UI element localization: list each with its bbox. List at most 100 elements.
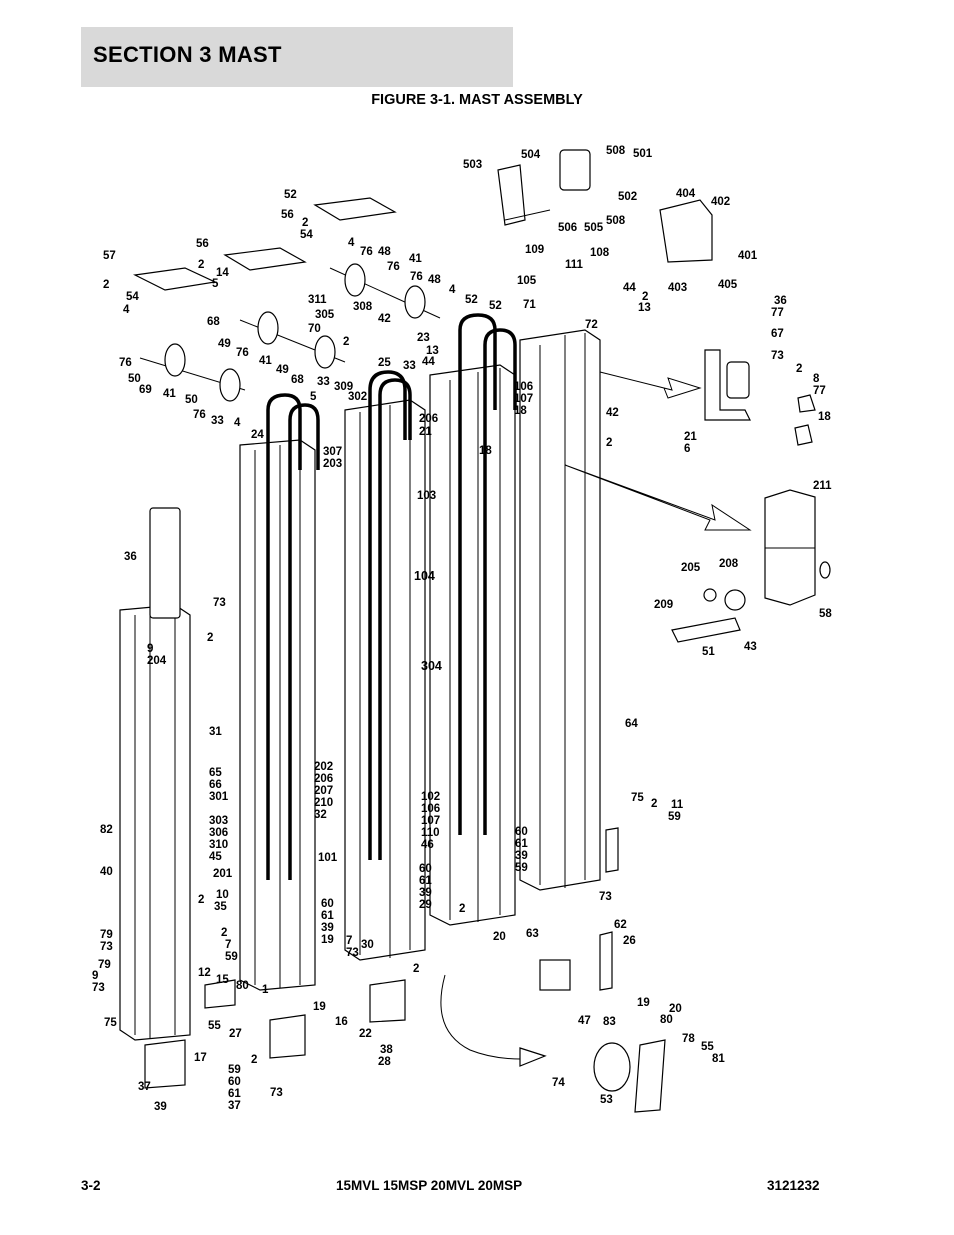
callout-label: 61: [515, 838, 528, 850]
callout-label: 39: [419, 887, 432, 899]
callout-label: 41: [259, 355, 272, 367]
callout-label: 21: [684, 431, 697, 443]
page-number: 3-2: [81, 1178, 101, 1193]
callout-label: 303: [209, 815, 228, 827]
callout-label: 1: [262, 984, 269, 996]
callout-label: 39: [515, 850, 528, 862]
callout-label: 83: [603, 1016, 616, 1028]
callout-label: 59: [668, 811, 681, 823]
callout-label: 75: [104, 1017, 117, 1029]
callout-label: 107: [421, 815, 440, 827]
callout-label: 79: [98, 959, 111, 971]
callout-label: 12: [198, 967, 211, 979]
callout-label: 2: [103, 279, 109, 291]
callout-label: 35: [214, 901, 227, 913]
callout-label: 63: [526, 928, 539, 940]
callout-label: 2: [302, 217, 308, 229]
callout-label: 7: [225, 939, 231, 951]
callout-label: 61: [321, 910, 334, 922]
callout-label: 59: [515, 862, 528, 874]
callout-label: 2: [413, 963, 419, 975]
callout-label: 10: [216, 889, 229, 901]
callout-label: 30: [361, 939, 374, 951]
callout-label: 106: [421, 803, 440, 815]
callout-label: 207: [314, 785, 333, 797]
callout-label: 46: [421, 839, 434, 851]
callout-label: 74: [552, 1077, 565, 1089]
callout-label: 43: [744, 641, 757, 653]
callout-label: 42: [378, 313, 391, 325]
callout-label: 73: [270, 1087, 283, 1099]
callout-label: 2: [221, 927, 227, 939]
callout-label: 73: [599, 891, 612, 903]
callout-label: 15: [216, 974, 229, 986]
model-list: 15MVL 15MSP 20MVL 20MSP: [336, 1178, 523, 1193]
callout-label: 211: [813, 480, 832, 492]
callout-label: 504: [521, 149, 541, 161]
callout-label: 40: [100, 866, 113, 878]
callout-label: 54: [126, 291, 139, 303]
callout-label: 48: [428, 274, 441, 286]
callout-label: 72: [585, 319, 598, 331]
callout-label: 7: [346, 935, 352, 947]
callout-label: 20: [669, 1003, 682, 1015]
callout-label: 25: [378, 357, 391, 369]
section-header-bar: SECTION 3 MAST: [81, 27, 513, 87]
callout-label: 39: [321, 922, 334, 934]
callout-label: 73: [771, 350, 784, 362]
callout-label: 501: [633, 148, 653, 160]
callout-label: 76: [360, 246, 373, 258]
callout-label: 73: [213, 597, 226, 609]
callout-label: 9: [92, 970, 98, 982]
callout-label: 76: [193, 409, 206, 421]
callout-label: 13: [426, 345, 439, 357]
callout-label: 201: [213, 868, 233, 880]
callout-label: 508: [606, 145, 626, 157]
callout-label: 5: [310, 391, 317, 403]
section-title: SECTION 3 MAST: [93, 42, 282, 67]
callout-label: 60: [419, 863, 432, 875]
callout-label: 18: [818, 411, 831, 423]
callout-label: 106: [514, 381, 533, 393]
callout-label: 4: [449, 284, 456, 296]
callout-label: 55: [208, 1020, 221, 1032]
callout-label: 79: [100, 929, 113, 941]
callout-label: 41: [163, 388, 176, 400]
callout-label: 208: [719, 558, 739, 570]
callout-label: 73: [346, 947, 359, 959]
callout-label: 301: [209, 791, 229, 803]
callout-label: 108: [590, 247, 610, 259]
callout-label: 405: [718, 279, 738, 291]
callout-label: 41: [409, 253, 422, 265]
callout-label: 402: [711, 196, 730, 208]
callout-label: 4: [234, 417, 241, 429]
callout-label: 39: [154, 1101, 167, 1113]
callout-label: 80: [660, 1014, 673, 1026]
callout-label: 71: [523, 299, 536, 311]
callout-label: 2: [198, 259, 204, 271]
callout-label: 305: [315, 309, 335, 321]
callout-label: 77: [771, 307, 784, 319]
callout-label: 37: [228, 1100, 241, 1112]
callout-label: 16: [335, 1016, 348, 1028]
callout-label: 76: [410, 271, 423, 283]
callout-label: 81: [712, 1053, 725, 1065]
callout-label: 50: [185, 394, 198, 406]
callout-label: 61: [228, 1088, 241, 1100]
callout-label: 67: [771, 328, 784, 340]
callout-label: 53: [600, 1094, 613, 1106]
callout-label: 404: [676, 188, 696, 200]
callout-label: 49: [218, 338, 231, 350]
callout-label: 101: [318, 852, 338, 864]
callout-label: 36: [774, 295, 787, 307]
callout-label: 59: [225, 951, 238, 963]
callout-label: 19: [637, 997, 650, 1009]
callout-label: 52: [489, 300, 502, 312]
callout-label: 403: [668, 282, 687, 294]
callout-label: 8: [813, 373, 820, 385]
callout-label: 48: [378, 246, 391, 258]
callout-label: 2: [606, 437, 612, 449]
callout-label: 307: [323, 446, 342, 458]
callout-label: 23: [417, 332, 430, 344]
callout-label: 19: [313, 1001, 326, 1013]
